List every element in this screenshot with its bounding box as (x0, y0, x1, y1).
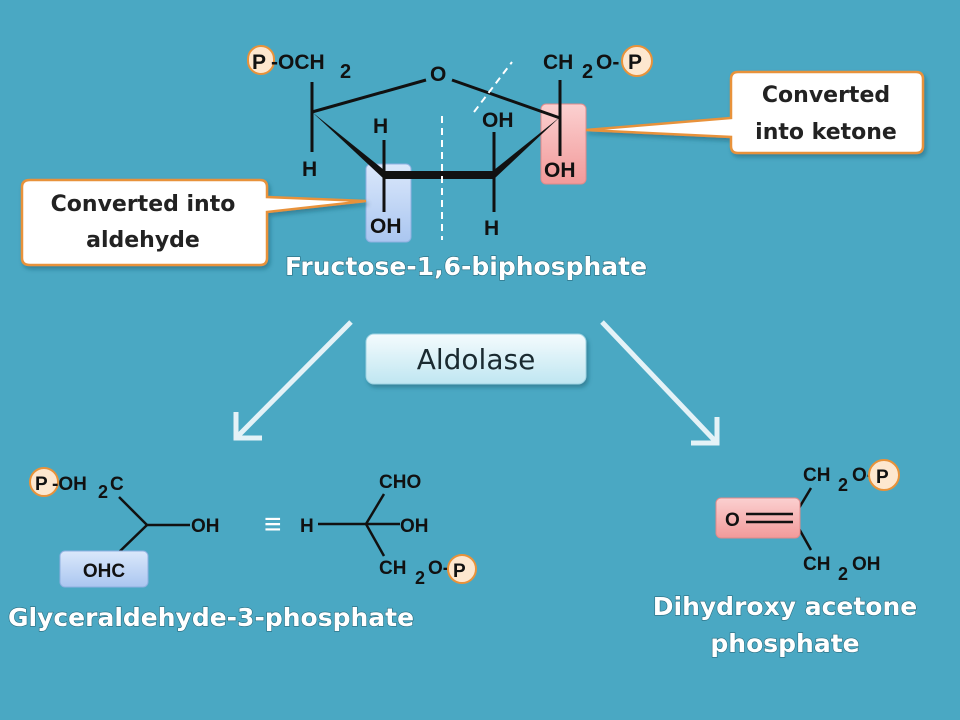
fischer-oh-label: OH (400, 516, 429, 537)
callout-ketone-line2: into ketone (755, 120, 897, 145)
ring-bond-o-c2 (451, 78, 561, 120)
g3p-p-label: P (35, 474, 48, 495)
dhap-keto-o-label: O (725, 510, 740, 531)
dhap-name-line1: Dihydroxy acetone (653, 592, 917, 621)
p-left-label: P (252, 51, 266, 74)
reaction-arrows (233, 320, 720, 446)
ring-bond-c3-c2-wedge (494, 117, 560, 179)
fischer-cho-label: CHO (379, 472, 421, 493)
g3p-sub2-label: 2 (98, 482, 108, 502)
glyceraldehyde-name: Glyceraldehyde-3-phosphate (8, 603, 414, 632)
arrow-right-head (691, 417, 720, 446)
sub2-right-label: 2 (582, 61, 593, 83)
fructose-name: Fructose-1,6-biphosphate (285, 252, 647, 281)
callout-aldehyde-line1: Converted into (51, 192, 236, 217)
phosphate-tag-left (247, 45, 275, 75)
oh-c4-label: OH (370, 215, 402, 238)
dhap-sub2-top-label: 2 (838, 475, 848, 495)
callout-aldehyde-line2: aldehyde (86, 228, 200, 253)
g3p-aldehyde-highlight (59, 550, 149, 588)
g3p-c-label: C (110, 474, 124, 495)
dhap-ch-top-label: CH (803, 465, 830, 486)
h-c4-top-label: H (373, 115, 388, 138)
och2-left-label: -OCH (271, 51, 325, 74)
ring-oxygen-label: O (430, 63, 446, 86)
fischer-p-label: P (453, 561, 466, 582)
phosphate-tag-right (621, 45, 653, 77)
equivalence-sign: ≡ (264, 508, 282, 541)
dhap-sub2-bottom-label: 2 (838, 564, 848, 584)
dhap-p-label: P (876, 467, 889, 488)
dhap-ch-bottom-label: CH (803, 554, 830, 575)
arrow-right (600, 320, 719, 445)
fischer-h-label: H (300, 516, 314, 537)
dhap-name-line2: phosphate (710, 629, 859, 658)
h-c5-label: H (302, 158, 317, 181)
dhap-o-top-label: O- (852, 465, 873, 486)
fructose-structure: P -OCH 2 O CH 2 O- P H H OH OH H OH Fruc… (247, 45, 653, 282)
fischer-ch-label: CH (379, 558, 406, 579)
fischer-sub2-label: 2 (415, 568, 425, 588)
ch-right-label: CH (543, 51, 573, 74)
fischer-bond-down (364, 523, 386, 557)
callout-aldehyde: Converted into aldehyde (20, 178, 367, 267)
dhap-phosphate-tag (868, 459, 900, 491)
enzyme-box: Aldolase (365, 333, 587, 385)
enzyme-label: Aldolase (417, 343, 536, 376)
fischer-bond-up (364, 493, 386, 525)
sub2-left-label: 2 (340, 61, 351, 83)
fischer-phosphate-tag (447, 554, 477, 584)
cleavage-line-diagonal (473, 61, 513, 113)
g3p-oh2-label: -OH (52, 474, 87, 495)
o-right-label: O- (596, 51, 619, 74)
h-c3-label: H (484, 217, 499, 240)
g3p-ohc-label: OHC (83, 561, 126, 582)
glyceraldehyde-structure: P -OH 2 C OH OHC ≡ H OH CHO CH 2 O- P Gl… (7, 467, 477, 633)
callout-ketone: Converted into ketone (585, 70, 925, 155)
fischer-o-label: O- (428, 558, 449, 579)
g3p-bond-upper (118, 496, 148, 526)
aldehyde-highlight-box (365, 163, 412, 243)
ring-bond-c5-c4-wedge (312, 112, 384, 179)
callout-ketone-line1: Converted (762, 83, 890, 108)
p-right-label: P (628, 51, 642, 74)
oh-c3-top-label: OH (482, 109, 514, 132)
dhap-keto-highlight (715, 497, 801, 539)
arrow-left (234, 320, 353, 440)
ring-bond-c5-o (311, 78, 427, 114)
arrow-left-head (233, 412, 262, 441)
dhap-oh-bottom-label: OH (852, 554, 881, 575)
dhap-structure: CH 2 O- P O CH 2 OH Dihydroxy acetone ph… (652, 459, 918, 659)
oh-c2-label: OH (544, 159, 576, 182)
g3p-phosphate-tag-left (29, 467, 59, 497)
g3p-oh-label: OH (191, 516, 220, 537)
